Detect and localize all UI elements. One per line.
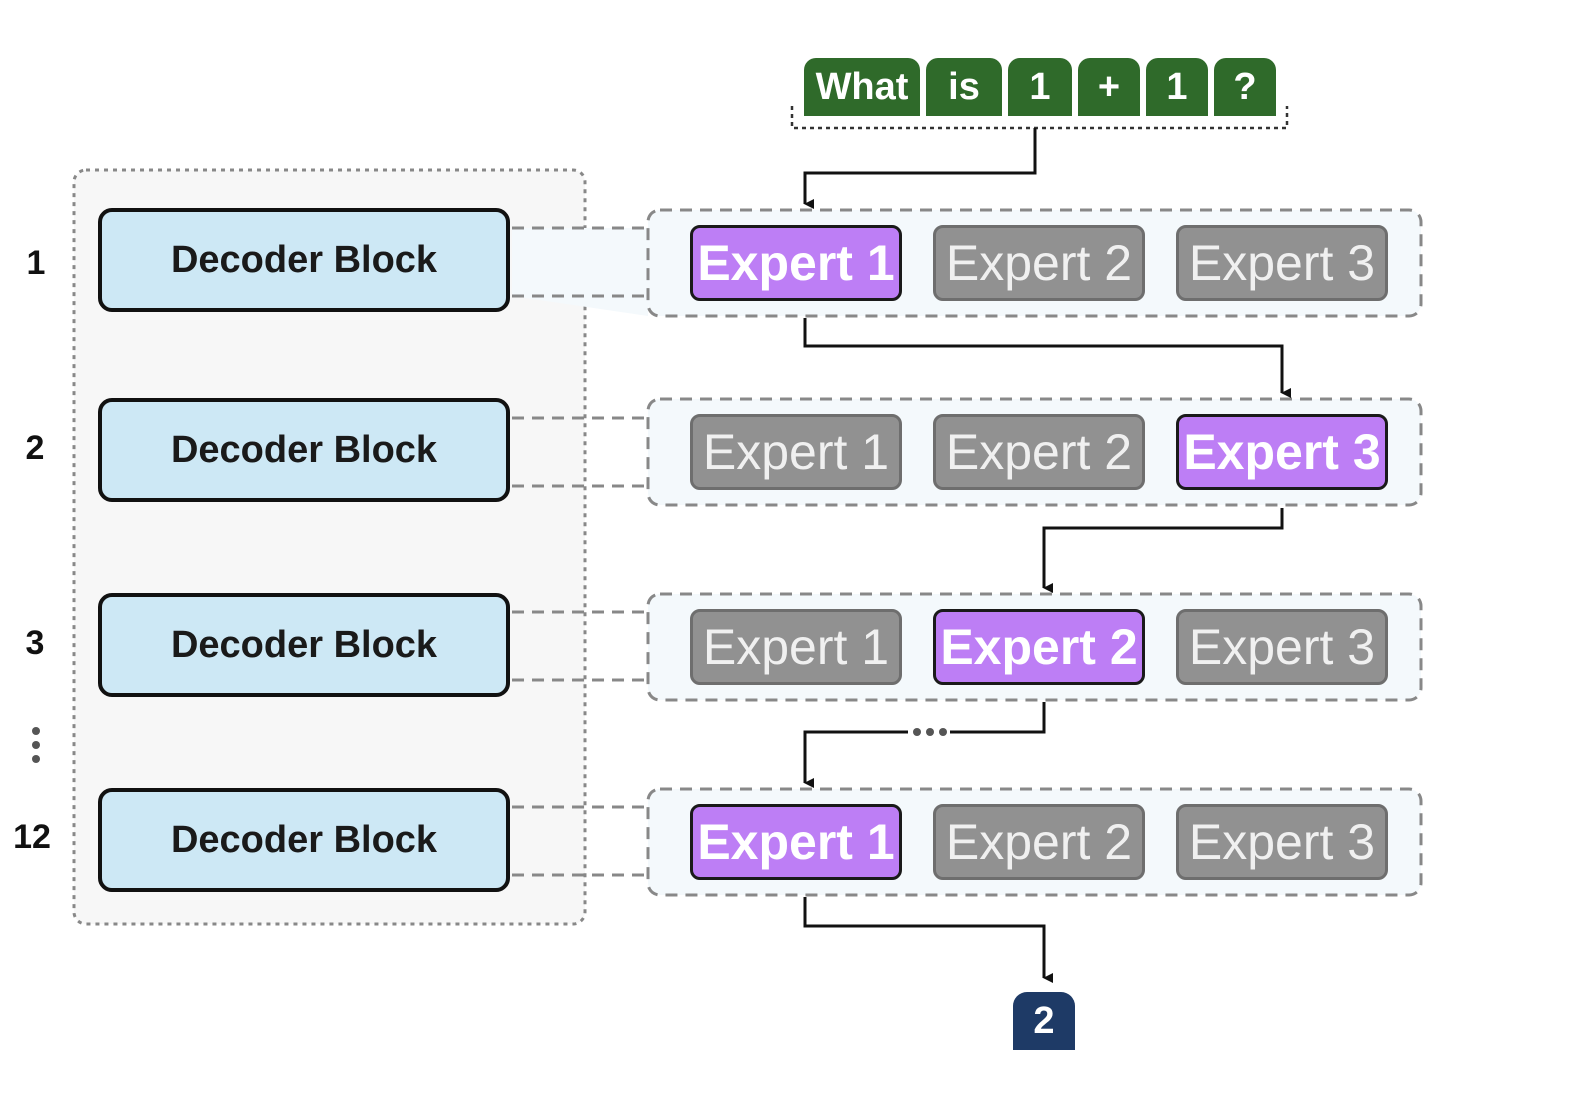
- layer-number: 12: [13, 818, 51, 856]
- expert-box: Expert 1: [690, 609, 902, 685]
- expert-box: Expert 2: [933, 225, 1145, 301]
- ellipsis-dots: [913, 728, 947, 736]
- route-arrow-layer-2-to-3: [1042, 508, 1284, 593]
- layer-number: 2: [25, 429, 45, 467]
- input-token: +: [1078, 58, 1140, 116]
- decoder-block: Decoder Block: [98, 398, 510, 502]
- decoder-block: Decoder Block: [98, 593, 510, 697]
- input-tokens: What is 1 + 1 ?: [804, 58, 1276, 116]
- expert-box: Expert 1: [690, 414, 902, 490]
- decoder-block: Decoder Block: [98, 208, 510, 312]
- expert-box: Expert 3: [1176, 804, 1388, 880]
- input-token: 1: [1008, 58, 1072, 116]
- input-token: 1: [1146, 58, 1208, 116]
- layer-bands: [512, 208, 1423, 897]
- layer-number: 1: [26, 244, 46, 282]
- expert-box: Expert 1: [690, 225, 902, 301]
- layer-number: 3: [25, 624, 45, 662]
- route-arrow-layer-12-to-output: [803, 897, 1053, 983]
- input-token: is: [926, 58, 1002, 116]
- output-token: 2: [1013, 992, 1075, 1050]
- expert-box: Expert 3: [1176, 414, 1388, 490]
- input-bracket: [790, 106, 1289, 130]
- decoder-stack-container: [72, 168, 587, 926]
- route-arrow-layer-1-to-2: [803, 318, 1291, 398]
- expert-box: Expert 3: [1176, 609, 1388, 685]
- route-arrow-layer-3-to-12: [805, 702, 1046, 783]
- expert-box: Expert 3: [1176, 225, 1388, 301]
- input-token: ?: [1214, 58, 1276, 116]
- vertical-ellipsis-icon: [31, 727, 41, 769]
- route-arrow-input-to-layer-1: [803, 128, 1037, 209]
- expert-box: Expert 2: [933, 804, 1145, 880]
- expert-box: Expert 2: [933, 609, 1145, 685]
- input-token: What: [804, 58, 920, 116]
- expert-box: Expert 2: [933, 414, 1145, 490]
- expert-box: Expert 1: [690, 804, 902, 880]
- decoder-block: Decoder Block: [98, 788, 510, 892]
